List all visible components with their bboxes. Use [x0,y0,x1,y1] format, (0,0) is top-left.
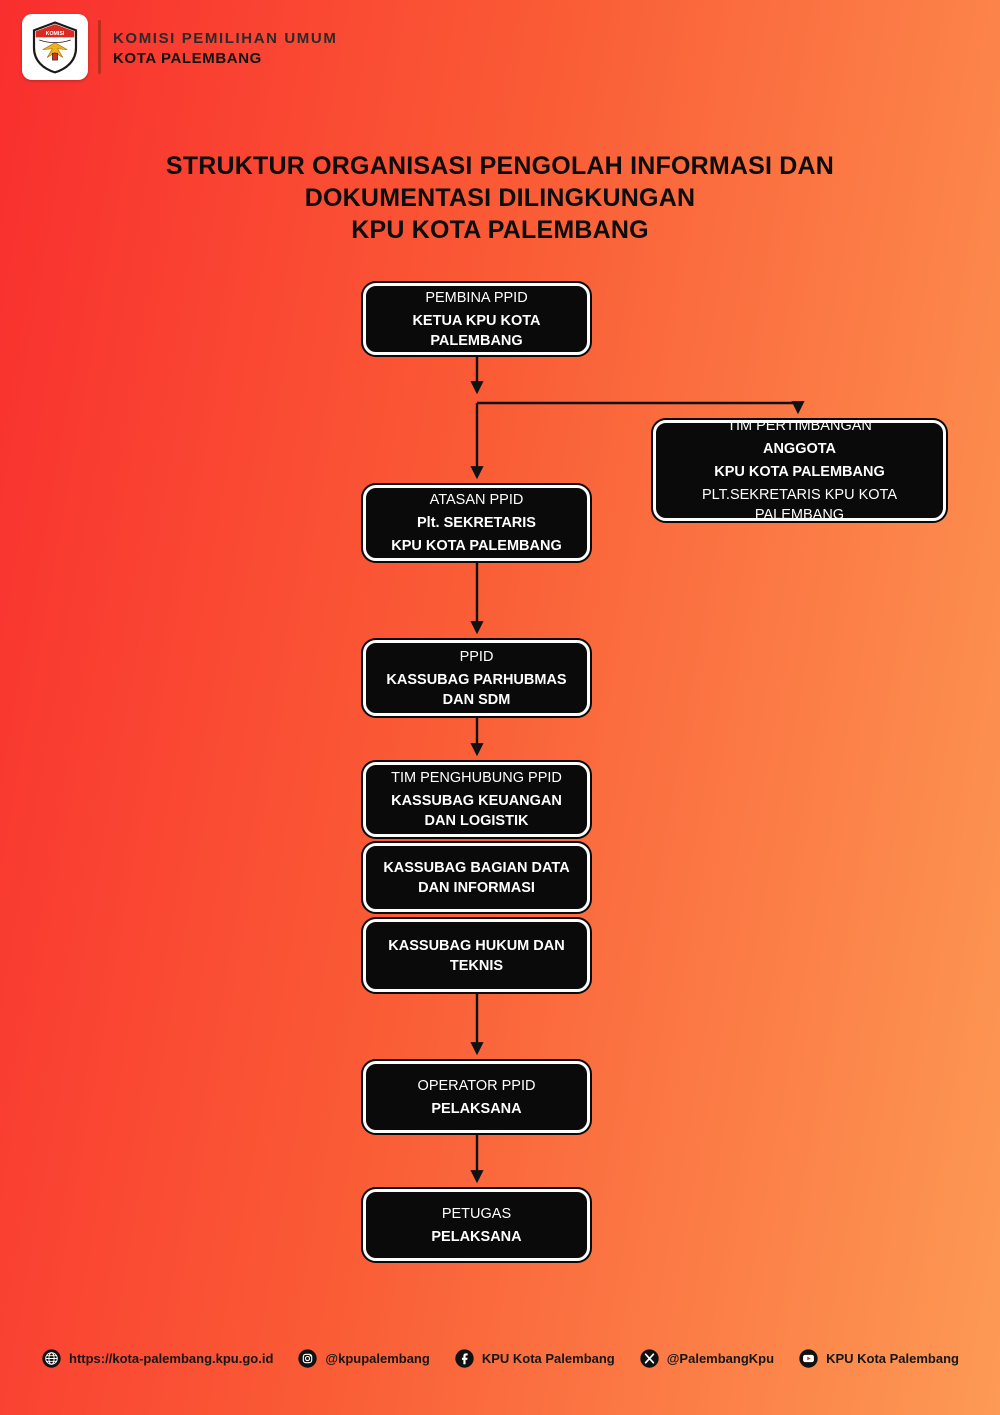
node-tim-penghubung-ppid: TIM PENGHUBUNG PPID KASSUBAG KEUANGAN DA… [363,762,590,837]
node-kassubag-hukum-teknis: KASSUBAG HUKUM DAN TEKNIS [363,919,590,992]
website-url: https://kota-palembang.kpu.go.id [69,1351,274,1366]
kpu-logo: KOMISI [22,14,88,80]
header-divider [98,20,101,74]
facebook-name: KPU Kota Palembang [481,1351,615,1366]
title-line1: STRUKTUR ORGANISASI PENGOLAH INFORMASI D… [165,152,835,180]
node-holder: PELAKSANA [431,1100,522,1117]
instagram-icon [298,1349,318,1368]
node-petugas: PETUGAS PELAKSANA [363,1189,590,1261]
page-title: STRUKTUR ORGANISASI PENGOLAH INFORMASI D… [0,150,1000,246]
garuda-emblem [42,42,68,58]
footer-contact-bar: https://kota-palembang.kpu.go.id @kpupal… [0,1348,1000,1369]
footer-youtube: KPU Kota Palembang [798,1348,959,1369]
youtube-icon [799,1349,818,1368]
node-holder: PELAKSANA [431,1228,522,1245]
node-title: OPERATOR PPID [417,1077,536,1094]
globe-icon [42,1349,61,1368]
node-holder: KASSUBAG PARHUBMAS DAN SDM [386,671,567,708]
footer-instagram: @kpupalembang [297,1348,430,1369]
instagram-handle: @kpupalembang [325,1351,430,1366]
kpu-logo-shield: KOMISI [32,21,78,74]
header-org-name: KOMISI PEMILIHAN UMUM KOTA PALEMBANG [113,30,337,67]
node-tim-pertimbangan: TIM PERTIMBANGAN ANGGOTA KPU KOTA PALEMB… [653,418,946,523]
node-title: PETUGAS [441,1205,512,1222]
node-title: TIM PENGHUBUNG PPID [391,770,562,786]
node-atasan-ppid: ATASAN PPID Plt. SEKRETARIS KPU KOTA PAL… [363,485,590,561]
node-pembina-ppid: PEMBINA PPID KETUA KPU KOTA PALEMBANG [363,283,590,355]
org-name-line2: KOTA PALEMBANG [113,50,262,67]
org-name-line1: KOMISI PEMILIHAN UMUM [113,30,338,47]
title-line2: DOKUMENTASI DILINGKUNGAN [304,184,696,212]
facebook-icon [455,1349,474,1368]
node-title: PPID [459,648,494,665]
node-title: PEMBINA PPID [425,289,528,306]
logo-text: KOMISI [46,31,65,37]
node-kassubag-data-informasi: KASSUBAG BAGIAN DATA DAN INFORMASI [363,843,590,912]
footer-facebook: KPU Kota Palembang [454,1348,615,1369]
title-line3: KPU KOTA PALEMBANG [351,216,649,244]
node-operator-ppid: OPERATOR PPID PELAKSANA [363,1061,590,1133]
node-holder: KPU KOTA PALEMBANG [714,464,885,480]
node-holder: KASSUBAG KEUANGAN DAN LOGISTIK [391,793,562,829]
node-ppid: PPID KASSUBAG PARHUBMAS DAN SDM [363,640,590,716]
x-handle: @PalembangKpu [666,1351,775,1366]
footer-x: @PalembangKpu [639,1348,774,1369]
youtube-name: KPU Kota Palembang [826,1351,959,1366]
node-holder: KPU KOTA PALEMBANG [391,538,562,554]
footer-website: https://kota-palembang.kpu.go.id [41,1348,273,1369]
node-holder: Plt. SEKRETARIS [417,515,536,531]
node-holder: PLT.SEKRETARIS KPU KOTA PALEMBANG [702,487,897,523]
node-title: KASSUBAG HUKUM DAN TEKNIS [388,937,565,974]
node-title: TIM PERTIMBANGAN [727,418,872,434]
node-title: ATASAN PPID [429,492,524,508]
node-title: KASSUBAG BAGIAN DATA DAN INFORMASI [383,859,570,896]
node-holder: KETUA KPU KOTA PALEMBANG [412,312,541,349]
x-icon [640,1349,659,1368]
node-holder: ANGGOTA [762,441,837,457]
